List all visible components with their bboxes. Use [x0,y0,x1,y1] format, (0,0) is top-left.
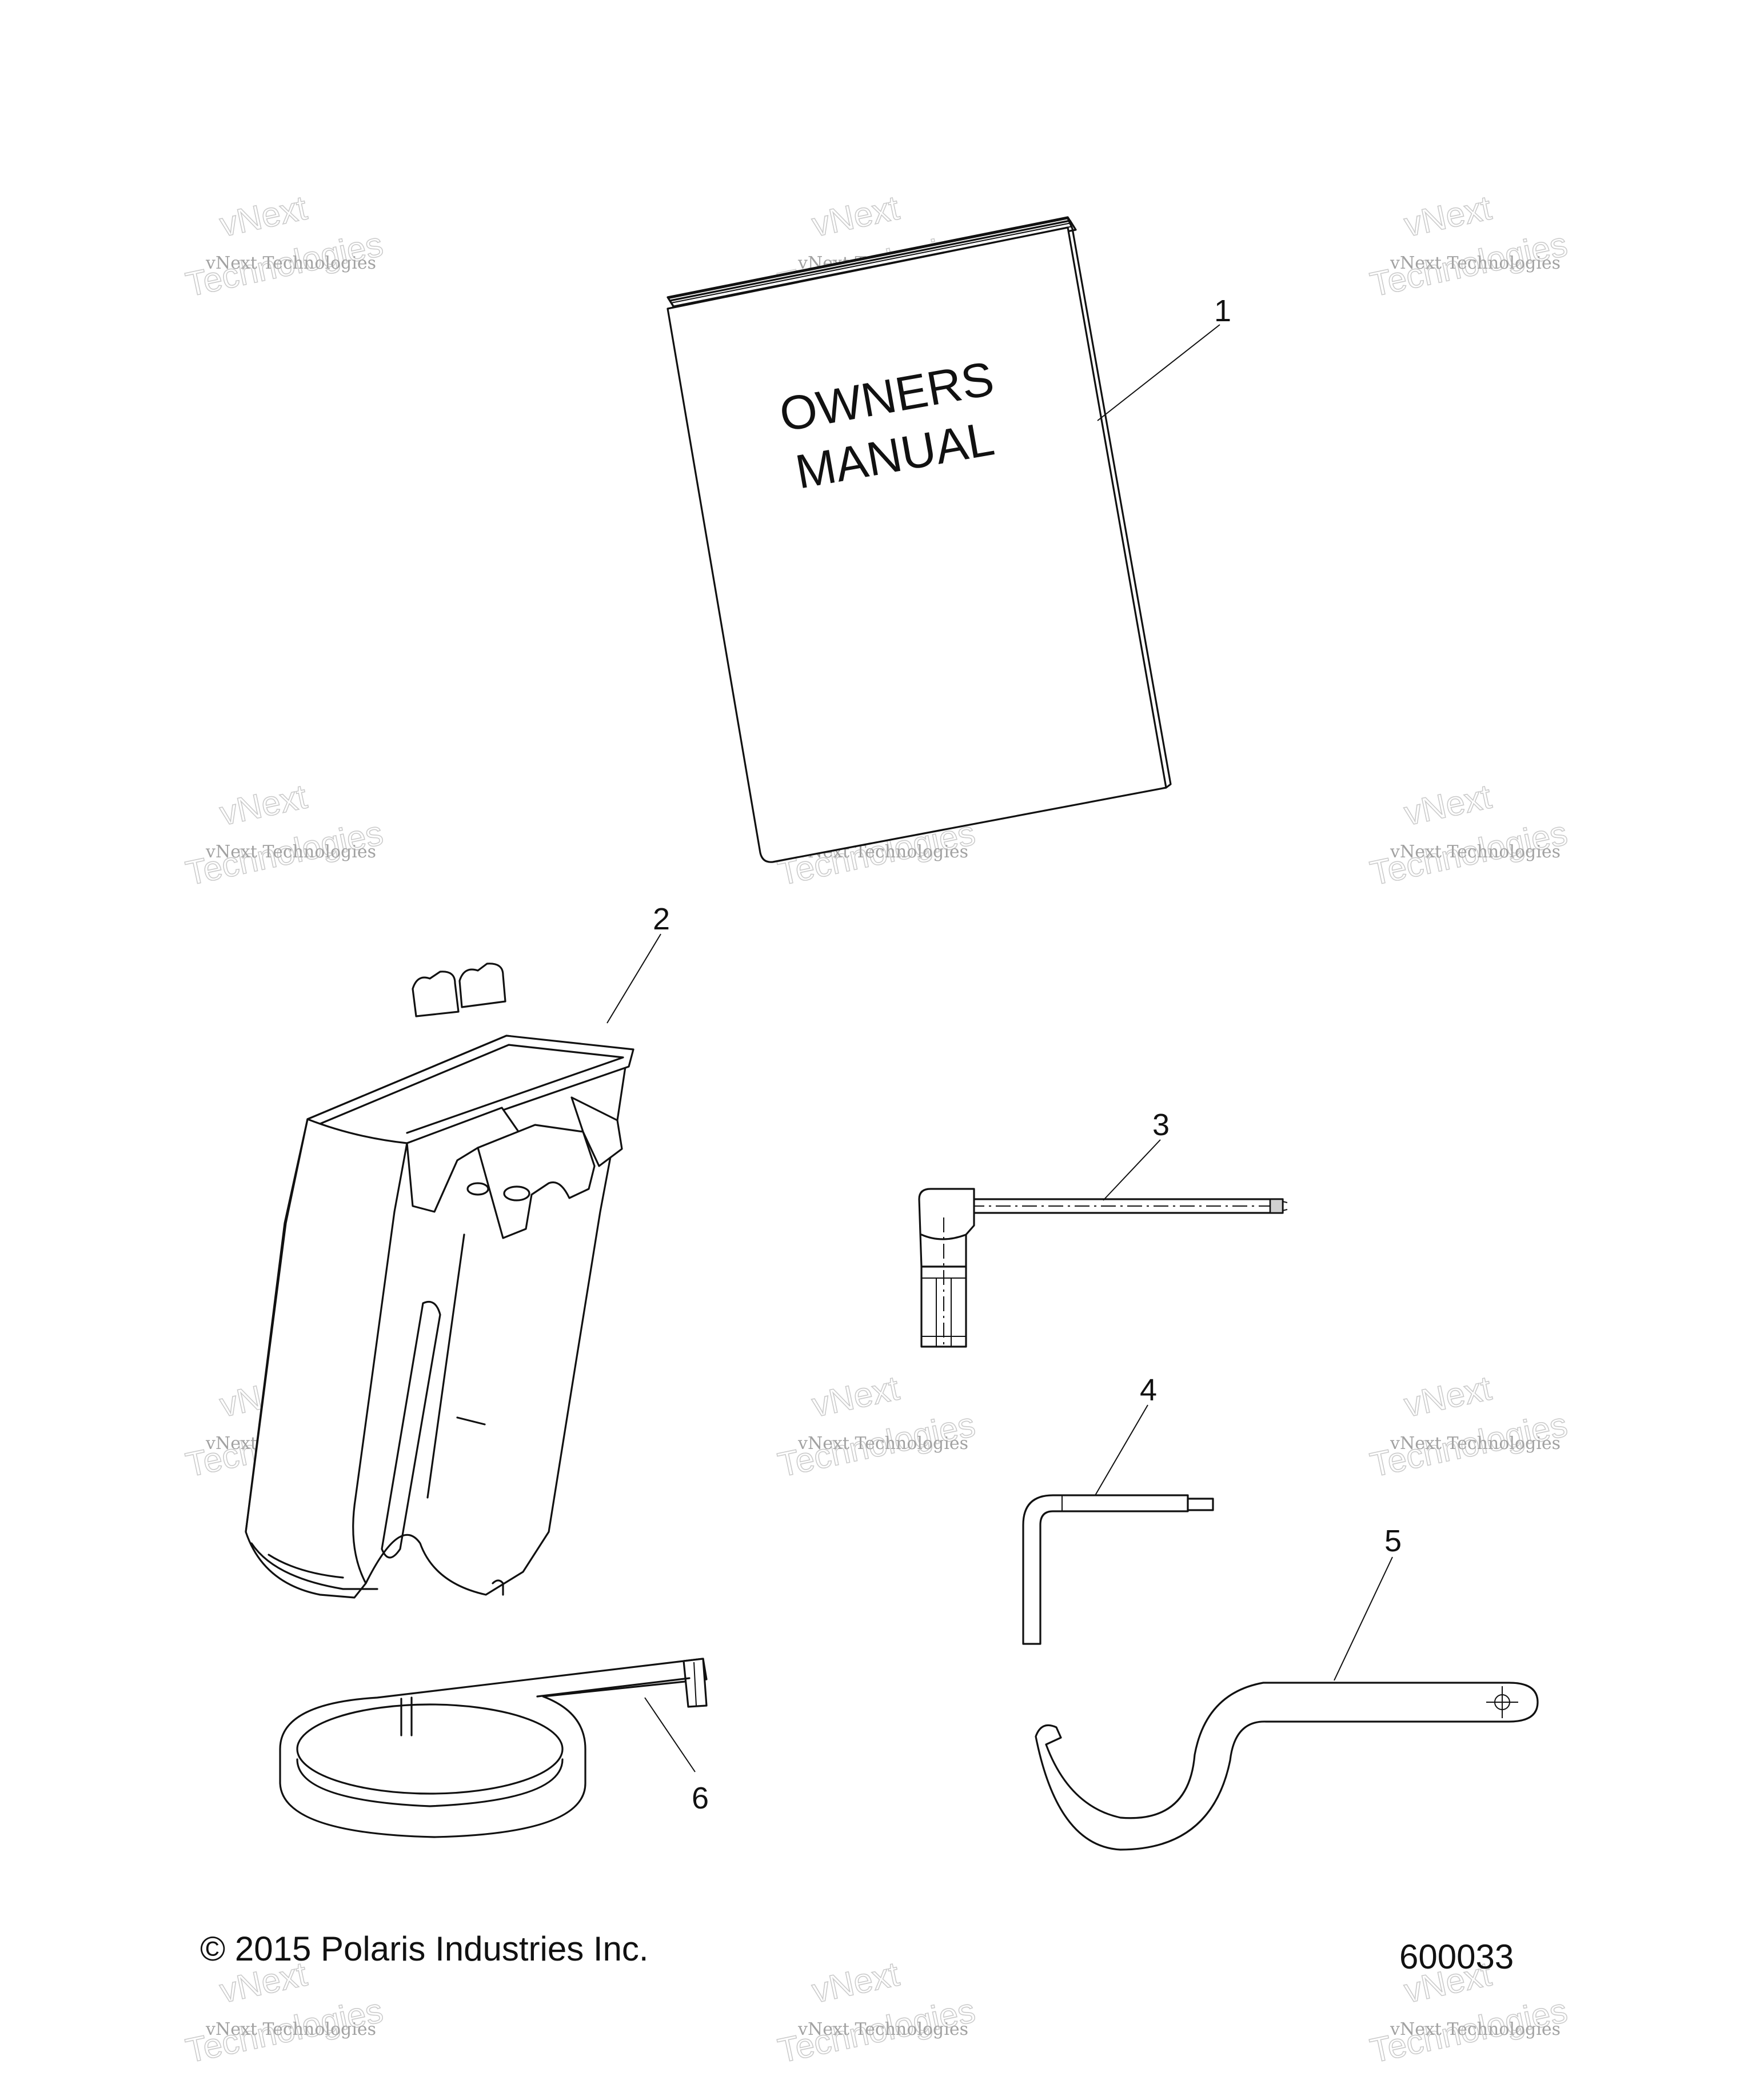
watermark-line2: vNext Technologies [1390,1434,1561,1454]
part-label-3: 3 [1152,1108,1170,1142]
holder-illustration [245,963,634,1599]
socket-wrench-illustration [918,1188,1288,1348]
part-label-5: 5 [1384,1524,1402,1558]
watermark-line3: Technologies [182,225,386,304]
owners-manual-illustration: OWNERS MANUAL [667,216,1172,863]
watermark-line3: Technologies [182,813,386,892]
copyright-notice: © 2015 Polaris Industries Inc. [200,1930,649,1968]
hex-key-illustration [1022,1494,1214,1645]
leader-lines [606,324,1393,1772]
watermark-line2: vNext Technologies [205,2019,376,2039]
watermark-line3: Technologies [1367,1405,1571,1484]
part-label-4: 4 [1140,1373,1157,1407]
watermark-line1: vNext [217,188,310,243]
strap-illustration [279,1658,708,1838]
diagram-id: 600033 [1399,1938,1514,1976]
watermark-line3: Technologies [775,1991,979,2070]
part-label-6: 6 [692,1781,709,1815]
watermark-line1: vNext [217,777,310,832]
part-label-1: 1 [1214,294,1231,328]
watermark-line3: Technologies [1367,225,1571,304]
part-label-2: 2 [653,902,670,936]
watermark-line1: vNext [1401,777,1495,832]
watermark-line3: Technologies [775,1405,979,1484]
watermark-line2: vNext Technologies [205,253,376,273]
watermark-line2: vNext Technologies [1390,253,1561,273]
watermark-line2: vNext Technologies [797,2019,968,2039]
watermark-line1: vNext [809,1368,903,1424]
watermark-line3: Technologies [182,1991,386,2070]
watermark-line3: Technologies [1367,1991,1571,2070]
spanner-wrench-illustration [1035,1682,1539,1851]
watermark-line1: vNext [809,188,903,243]
watermark-line2: vNext Technologies [1390,2019,1561,2039]
watermark-line1: vNext [1401,188,1495,243]
watermark-line3: Technologies [1367,813,1571,892]
watermark-line2: vNext Technologies [205,842,376,862]
watermark-line1: vNext [1401,1368,1495,1424]
watermark-line2: vNext Technologies [1390,842,1561,862]
watermark-line2: vNext Technologies [797,1434,968,1454]
watermark-line1: vNext [809,1954,903,2010]
